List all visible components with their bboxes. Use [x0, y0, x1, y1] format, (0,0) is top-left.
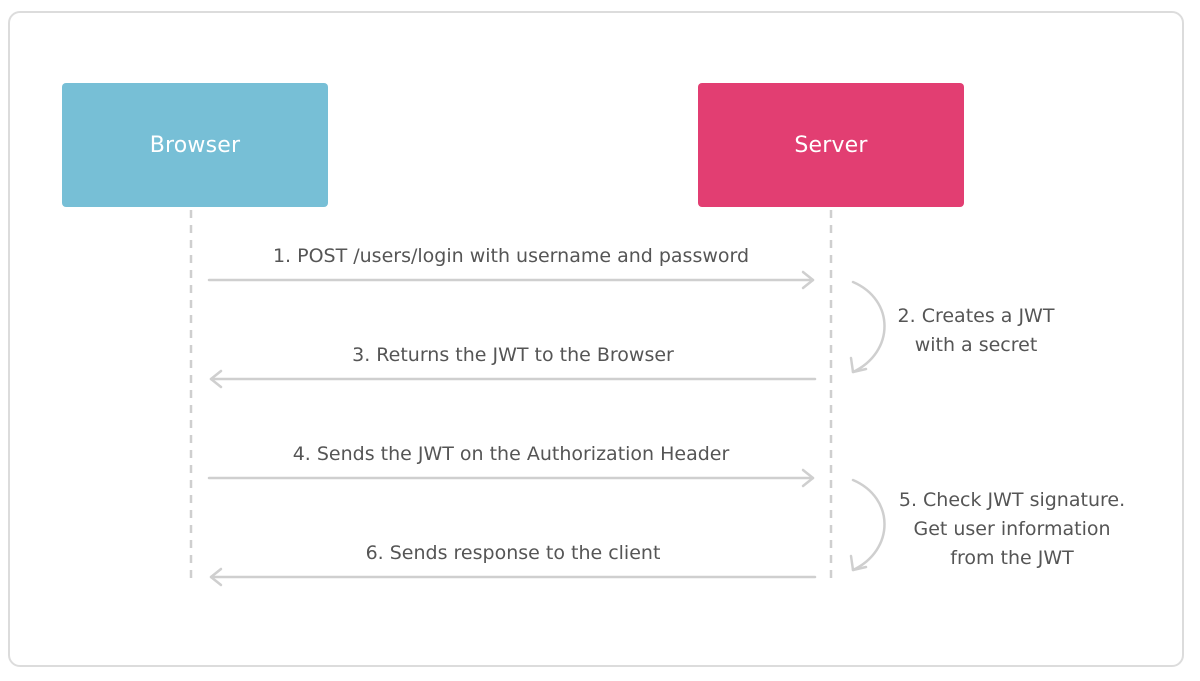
message-4-arrow [207, 468, 815, 488]
note-2-line-1: 2. Creates a JWT [897, 305, 1055, 327]
message-6-arrow [209, 567, 817, 587]
message-1-arrow [207, 270, 815, 290]
note-2-line-2: with a secret [914, 334, 1038, 356]
server-actor-label: Server [794, 132, 868, 158]
message-3-label: 3. Returns the JWT to the Browser [352, 344, 674, 366]
message-1-label: 1. POST /users/login with username and p… [272, 245, 750, 267]
browser-actor-box: Browser [62, 83, 328, 207]
note-2-text: 2. Creates a JWT with a secret [876, 302, 1076, 360]
note-5-line-3: from the JWT [950, 547, 1074, 569]
note-5-curved-arrow [849, 478, 886, 572]
note-5-text: 5. Check JWT signature. Get user informa… [892, 486, 1132, 573]
note-5-line-1: 5. Check JWT signature. [898, 489, 1126, 511]
note-2-curved-arrow [849, 280, 886, 374]
message-4-label: 4. Sends the JWT on the Authorization He… [292, 443, 730, 465]
note-5-line-2: Get user information [913, 518, 1111, 540]
message-6-label: 6. Sends response to the client [365, 542, 661, 564]
message-3-arrow [209, 369, 817, 389]
browser-actor-label: Browser [149, 132, 241, 158]
server-actor-box: Server [698, 83, 964, 207]
